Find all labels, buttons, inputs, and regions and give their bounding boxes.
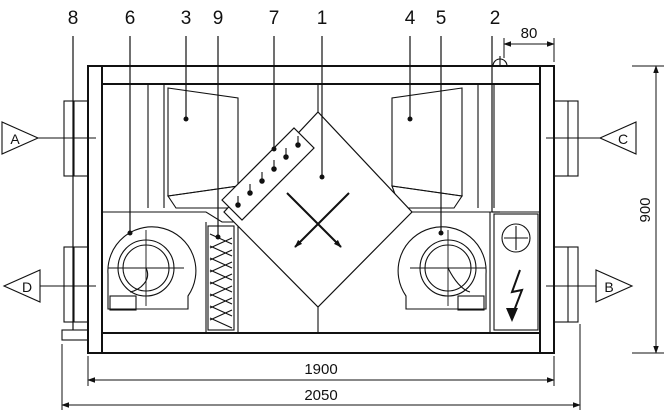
- port-d: D: [2, 269, 41, 303]
- callout-3: 3: [181, 8, 192, 29]
- plus-circle-icon: [501, 223, 531, 253]
- port-a: A: [1, 121, 40, 155]
- lightning-icon: [506, 269, 524, 322]
- dimension-width-inner-value: 1900: [304, 361, 337, 378]
- top-connector: [492, 56, 508, 67]
- callout-7: 7: [269, 8, 280, 29]
- dimension-height-value: 900: [637, 197, 654, 222]
- port-a-label: A: [10, 131, 20, 147]
- dimension-width-total-value: 2050: [304, 387, 337, 404]
- callout-4: 4: [405, 8, 416, 29]
- fan-left: [107, 226, 197, 311]
- port-d-label: D: [22, 279, 32, 295]
- electrical-box: [493, 213, 539, 331]
- preheater: [221, 127, 315, 221]
- dimension-flange-value: 80: [521, 25, 538, 42]
- fan-right: [397, 226, 487, 311]
- dimension-width-total: 2050: [61, 324, 581, 410]
- dimension-height: 900: [632, 65, 664, 354]
- partitions: [147, 84, 495, 333]
- drain-pipe: [61, 329, 89, 341]
- condensate-drain: [207, 225, 235, 331]
- callout-numbers: 8 6 3 9 7 1 4 5 2: [68, 8, 501, 29]
- callout-5: 5: [436, 8, 447, 29]
- callout-9: 9: [213, 8, 224, 29]
- callout-1: 1: [317, 8, 328, 29]
- crossed-arrows-icon: [286, 192, 350, 248]
- callout-2: 2: [490, 8, 501, 29]
- port-c: C: [598, 121, 637, 155]
- port-c-label: C: [618, 131, 628, 147]
- dimension-flange: 80: [503, 25, 555, 62]
- port-b-label: B: [604, 279, 613, 295]
- dimension-width-inner: 1900: [87, 356, 555, 386]
- filter-right: [391, 87, 463, 209]
- port-b: B: [595, 269, 634, 303]
- callout-leaders: [72, 36, 500, 330]
- filter-left: [167, 87, 239, 209]
- duct-spigots: [63, 100, 579, 323]
- callout-8: 8: [68, 8, 79, 29]
- callout-6: 6: [125, 8, 136, 29]
